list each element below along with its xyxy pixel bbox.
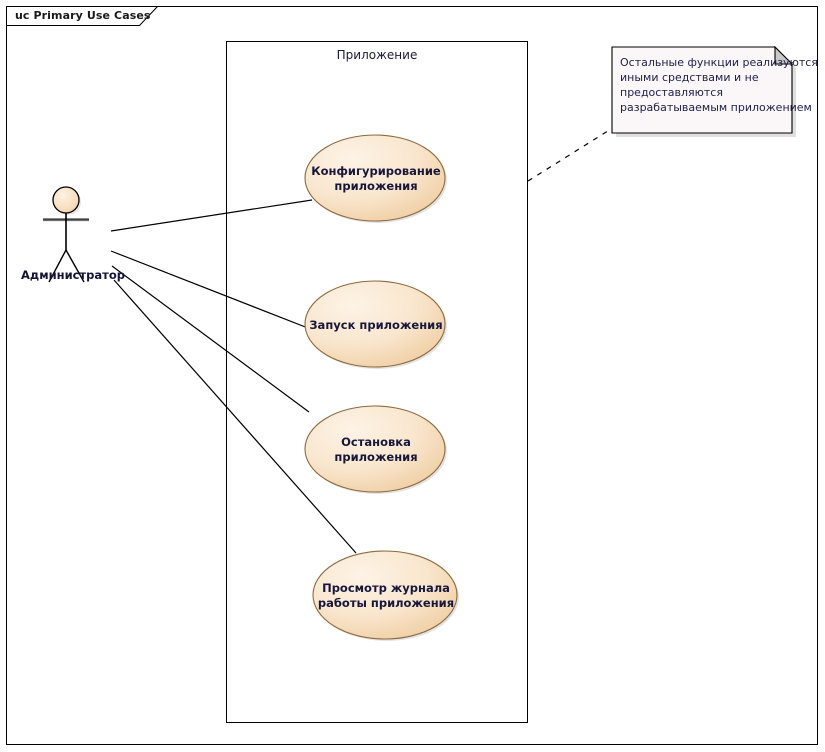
note-shape	[611, 45, 796, 137]
actor-administrator[interactable]	[18, 178, 142, 290]
note-other-functions[interactable]: Остальные функции реализуются иными сред…	[611, 45, 818, 138]
note-text: Остальные функции реализуются иными сред…	[620, 55, 818, 115]
use-case-ellipse-shape	[304, 280, 447, 369]
note-text-line: разрабатываемым приложением	[620, 101, 812, 114]
note-text-line: иными средствами и не	[620, 71, 759, 84]
use-case-ellipse-shape	[312, 550, 459, 641]
use-case-start[interactable]: Запуск приложения	[302, 279, 450, 371]
system-boundary-title: Приложение	[336, 48, 418, 62]
actor-label: Администратор	[21, 268, 125, 282]
note-text-line: предоставляются	[620, 86, 723, 99]
diagram-frame-tab[interactable]: uc Primary Use Cases	[6, 6, 158, 26]
frame-tab-label: uc Primary Use Cases	[15, 9, 151, 22]
actor-stick-figure-icon	[43, 186, 89, 283]
note-text-line: Остальные функции реализуются	[620, 56, 818, 69]
use-case-ellipse-shape	[304, 405, 447, 494]
frame-tab-shape	[6, 6, 158, 26]
use-case-configure[interactable]: Конфигурирование приложения	[302, 133, 450, 225]
use-case-stop[interactable]: Остановка приложения	[302, 404, 450, 496]
use-case-ellipse-shape	[304, 134, 447, 223]
use-case-viewlog[interactable]: Просмотр журнала работы приложения	[310, 549, 462, 643]
